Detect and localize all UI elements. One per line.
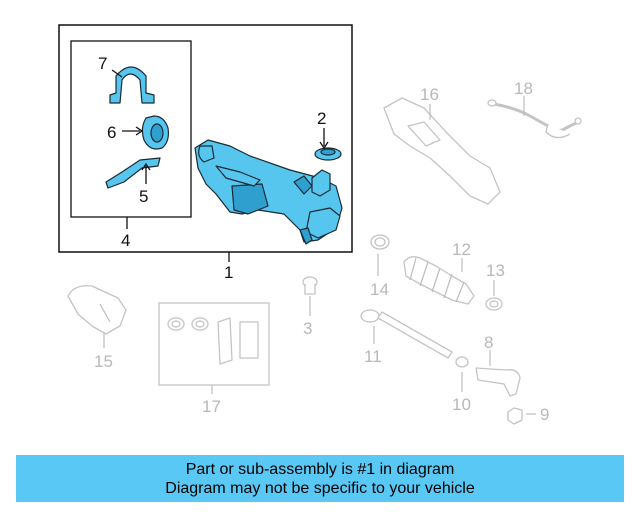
info-banner: Part or sub-assembly is #1 in diagram Di… (16, 455, 624, 502)
callout-2: 2 (317, 109, 326, 128)
part-2-seal (314, 147, 342, 161)
callout-14: 14 (370, 280, 389, 299)
leader-7 (111, 69, 123, 78)
callout-11: 11 (364, 347, 382, 366)
part-7-clamp (109, 66, 155, 104)
callout-8: 8 (484, 333, 493, 352)
part-6-bushing (141, 115, 169, 150)
part-16-shield (383, 97, 501, 205)
part-9-nut (507, 407, 523, 425)
callout-12: 12 (452, 240, 471, 259)
part-10-nut (455, 356, 469, 368)
banner-line-2: Diagram may not be specific to your vehi… (165, 480, 475, 497)
callout-18: 18 (514, 79, 533, 98)
part-12-boot (403, 256, 475, 305)
kit-box (70, 40, 192, 218)
callout-6: 6 (107, 123, 116, 142)
part-3-bolt (302, 276, 318, 295)
part-15-cover (67, 285, 127, 335)
callout-9: 9 (540, 405, 549, 424)
callout-10: 10 (452, 395, 471, 414)
callout-16: 16 (420, 85, 439, 104)
callout-7: 7 (98, 54, 107, 73)
part-17-kit-box (158, 302, 270, 386)
part-18-tube (487, 99, 582, 139)
part-8-tie-rod-end (475, 367, 521, 397)
arrow-6 (135, 126, 144, 136)
part-11-tie-rod (360, 309, 453, 359)
part-5-plate (105, 157, 161, 189)
part-1-steering-gear (194, 139, 343, 245)
part-14-clamp (370, 234, 390, 250)
assembly-box (58, 24, 353, 253)
arrow-2 (319, 141, 329, 150)
callout-4: 4 (121, 231, 130, 250)
callout-5: 5 (139, 187, 148, 206)
callout-17: 17 (202, 397, 221, 416)
callout-3: 3 (303, 319, 312, 338)
part-13-clamp (485, 297, 503, 311)
arrow-5 (141, 162, 151, 171)
callout-1: 1 (224, 263, 233, 282)
callout-15: 15 (94, 352, 113, 371)
part-17-kit-contents (167, 317, 259, 365)
callout-13: 13 (486, 261, 505, 280)
banner-line-1: Part or sub-assembly is #1 in diagram (185, 461, 455, 478)
